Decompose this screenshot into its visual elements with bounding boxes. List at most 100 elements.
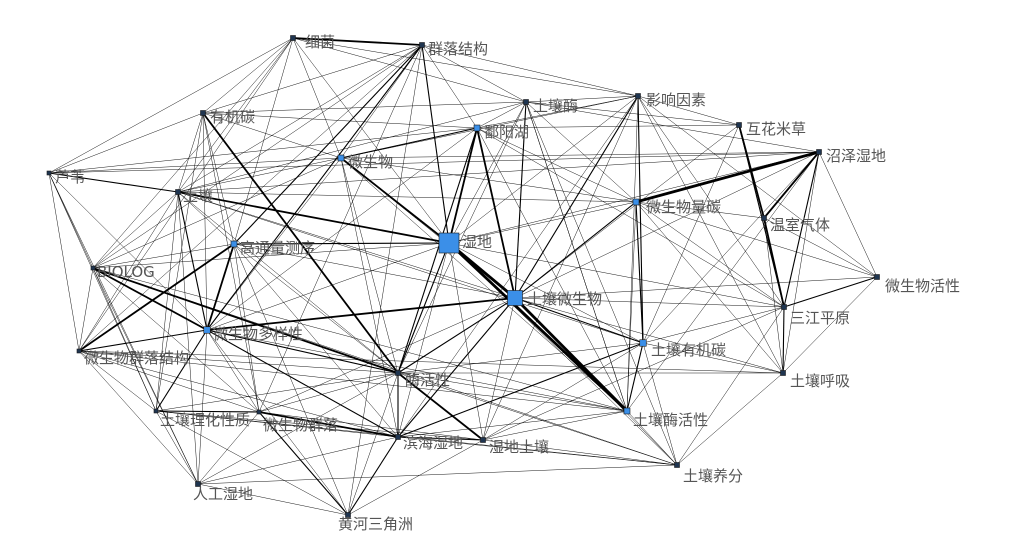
node-marker <box>780 370 786 376</box>
edge-weishengwuliangtan-weishengwuhuoxing <box>635 201 878 278</box>
node-marker <box>90 265 96 271</box>
node-weishengwuduoyangxing[interactable]: 微生物多样性 <box>203 325 303 343</box>
node-label: 群落结构 <box>428 40 488 58</box>
edge-wenshiqiti-turanghuxi <box>763 217 784 374</box>
edge-turangmeihuoxing-shiditurang <box>482 410 628 441</box>
edge-xijun-weishengwu <box>292 37 342 159</box>
edge-xijun-turang <box>177 37 294 193</box>
edge-yingxiangyinsu-shiditurang <box>482 95 639 441</box>
edge-biolog-turangmeihuoxing <box>92 267 628 412</box>
edge-turangmei-turang <box>177 101 527 193</box>
edge-turangmeihuoxing-turangmei <box>525 101 628 412</box>
node-marker <box>438 232 460 254</box>
edge-weishengwuqunluojiegou-weishengwuqunluo <box>78 350 260 413</box>
network-edges <box>48 37 878 516</box>
node-xijun[interactable]: 细菌 <box>290 33 336 51</box>
edge-rengongshidi-huanghesanjiaozhou <box>197 483 349 516</box>
node-wenshiqiti[interactable]: 温室气体 <box>761 215 831 235</box>
edge-meihuoxing-rengongshidi <box>197 372 399 485</box>
edge-turangyangfen-turanghuxi <box>676 372 784 466</box>
node-label: BIOLOG <box>97 263 155 281</box>
edge-turanglihuaxingzhi-rengongshidi <box>155 410 199 485</box>
node-weishengwu[interactable]: 微生物 <box>337 153 393 171</box>
node-marker <box>639 339 647 347</box>
node-turangmeihuoxing[interactable]: 土壤酶活性 <box>623 407 708 429</box>
node-weishengwuliangtan[interactable]: 微生物量碳 <box>632 198 721 216</box>
node-label: 土壤酶 <box>533 97 578 115</box>
node-marker <box>473 124 481 132</box>
edge-yingxiangyinsu-sanjiangpingyuan <box>637 95 785 308</box>
node-shidi[interactable]: 湿地 <box>438 232 492 254</box>
edge-turanglihuaxingzhi-shiditurang <box>155 410 484 441</box>
node-label: 土壤酶活性 <box>633 411 708 429</box>
node-label: 微生物量碳 <box>646 198 721 216</box>
edge-weishengwuduoyangxing-weishengwuqunluo <box>206 329 260 413</box>
edge-biolog-weishengwuqunluo <box>92 267 260 413</box>
node-marker <box>230 240 238 248</box>
node-marker <box>523 99 529 105</box>
edge-shidi-poyanghu <box>448 127 478 244</box>
node-label: 细菌 <box>305 33 335 51</box>
edge-weishengwuduoyangxing-huanghesanjiaozhou <box>206 329 349 516</box>
node-turangweishengwu[interactable]: 土壤微生物 <box>507 290 603 308</box>
node-yingxiangyinsu[interactable]: 影响因素 <box>635 91 707 109</box>
node-biolog[interactable]: BIOLOG <box>90 263 155 281</box>
edge-huhuamicao-poyanghu <box>476 124 740 129</box>
edge-weishengwuliangtan-poyanghu <box>476 127 637 203</box>
node-weishengwuhuoxing[interactable]: 微生物活性 <box>874 274 961 296</box>
node-huhuamicao[interactable]: 互花米草 <box>736 120 807 138</box>
node-weishengwuqunluojiegou[interactable]: 微生物群落结构 <box>76 348 189 367</box>
node-shiditurang[interactable]: 湿地土壤 <box>480 437 550 457</box>
edge-gaotongliang-youjitan <box>202 112 235 245</box>
edge-gaotongliang-binhaishidi <box>233 243 399 438</box>
node-turanghuxi[interactable]: 土壤呼吸 <box>780 370 851 391</box>
edge-turangyoujitan-meihuoxing <box>397 342 644 374</box>
node-luwei[interactable]: 芦苇 <box>46 168 85 186</box>
edge-weishengwuqunluo-rengongshidi <box>197 411 260 485</box>
node-marker <box>203 326 211 334</box>
edge-turang-turanglihuaxingzhi <box>155 191 179 412</box>
edge-qunluojiegou-poyanghu <box>421 44 478 129</box>
node-youjitan[interactable]: 有机碳 <box>200 108 256 126</box>
node-rengongshidi[interactable]: 人工湿地 <box>193 481 253 504</box>
edge-gaotongliang-meihuoxing <box>233 243 399 374</box>
edge-poyanghu-meihuoxing <box>397 127 478 374</box>
edge-gaotongliang-biolog <box>92 243 235 269</box>
node-turangmei[interactable]: 土壤酶 <box>523 97 579 115</box>
node-turang[interactable]: 土壤 <box>175 187 214 205</box>
edge-xijun-yingxiangyinsu <box>292 37 639 97</box>
edge-poyanghu-turangmeihuoxing <box>476 127 628 412</box>
node-weishengwuqunluo[interactable]: 微生物群落 <box>256 409 338 434</box>
node-turangyoujitan[interactable]: 土壤有机碳 <box>639 339 726 359</box>
node-turanglihuaxingzhi[interactable]: 土壤理化性质 <box>153 408 250 429</box>
edge-shiditurang-sanjiangpingyuan <box>482 306 785 441</box>
node-marker <box>200 110 206 116</box>
edge-turangweishengwu-meihuoxing <box>397 297 516 374</box>
node-gaotongliang[interactable]: 高通量测序 <box>230 239 315 257</box>
edge-gaotongliang-weishengwuqunluo <box>233 243 260 413</box>
edge-turangweishengwu-turangyangfen <box>514 297 678 466</box>
edge-huhuamicao-yingxiangyinsu <box>637 95 740 126</box>
node-sanjiangpingyuan[interactable]: 三江平原 <box>781 304 851 328</box>
edge-xijun-luwei <box>48 37 294 174</box>
edge-turangyoujitan-shiditurang <box>482 342 644 441</box>
edge-turangmeihuoxing-turangyangfen <box>626 410 678 466</box>
edge-biolog-meihuoxing <box>92 267 399 374</box>
node-poyanghu[interactable]: 鄱阳湖 <box>473 123 529 141</box>
edge-weishengwuduoyangxing-binhaishidi <box>206 329 399 438</box>
node-label: 土壤微生物 <box>527 290 602 308</box>
edge-binhaishidi-huanghesanjiaozhou <box>347 436 399 516</box>
edge-turang-rengongshidi <box>177 191 199 485</box>
edge-turangmei-poyanghu <box>476 101 527 129</box>
node-turangyangfen[interactable]: 土壤养分 <box>674 462 744 486</box>
node-huanghesanjiaozhou[interactable]: 黄河三角洲 <box>338 512 413 534</box>
edge-wenshiqiti-zhaozeshidi <box>763 151 820 219</box>
node-binhaishidi[interactable]: 滨海湿地 <box>395 434 464 452</box>
node-qunluojiegou[interactable]: 群落结构 <box>419 40 489 58</box>
node-meihuoxing[interactable]: 酶活性 <box>395 370 451 390</box>
edge-poyanghu-sanjiangpingyuan <box>476 127 785 308</box>
node-zhaozeshidi[interactable]: 沼泽湿地 <box>816 147 887 165</box>
node-marker <box>736 122 742 128</box>
edge-qunluojiegou-turangmei <box>421 44 527 103</box>
